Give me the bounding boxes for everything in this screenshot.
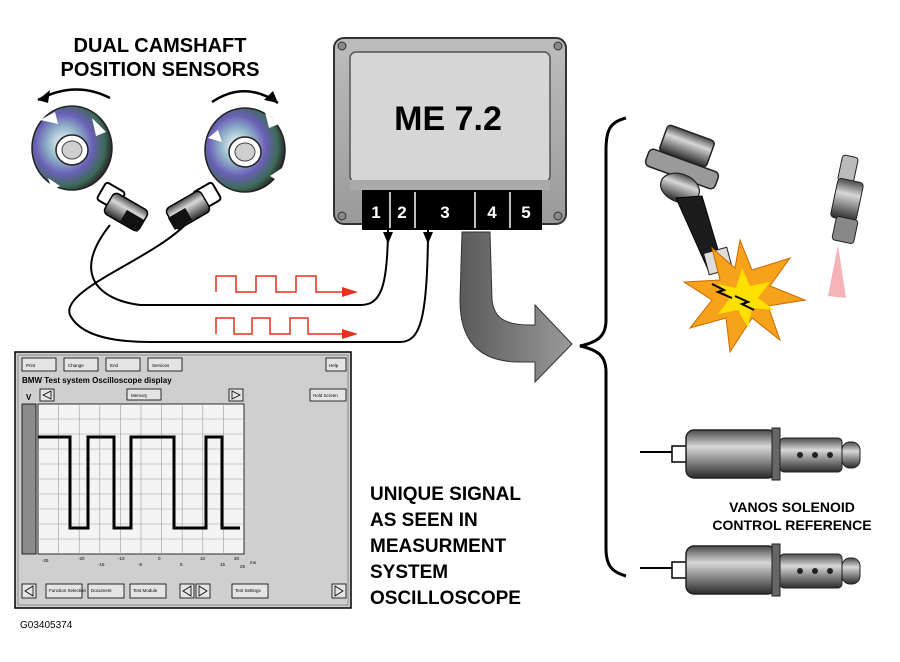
wire-arrowhead-2 <box>423 232 433 244</box>
chevron-right-icon <box>231 390 241 400</box>
test-module-label: Test Module <box>133 588 158 593</box>
rotation-arrow-head <box>38 90 50 103</box>
ecu-module <box>333 37 567 230</box>
sensor-wire-1 <box>90 224 389 306</box>
vanos-label-line-1: VANOS SOLENOID <box>729 499 855 515</box>
signal-arrow-1 <box>342 287 358 297</box>
next-button[interactable] <box>195 583 211 599</box>
ecu-pin-1: 1 <box>371 203 380 222</box>
scope-signal-trace <box>38 435 240 530</box>
signal-caption-line-1: UNIQUE SIGNAL <box>370 484 521 505</box>
heading-line-1: DUAL CAMSHAFT <box>74 35 247 57</box>
end-button-label: End <box>110 363 119 368</box>
heading-line-2: POSITION SENSORS <box>61 59 260 81</box>
x-tick: 5 <box>180 562 183 567</box>
chevron-left-icon <box>182 585 192 597</box>
x-tick: 15 <box>220 562 226 567</box>
print-button-label: Print <box>26 363 36 368</box>
signal-caption-line-3: MEASURMENT <box>370 536 507 557</box>
spark-electrode <box>711 283 733 299</box>
ecu-pin-2: 2 <box>397 203 406 222</box>
services-button[interactable] <box>147 357 183 372</box>
chevron-left-icon <box>24 585 34 597</box>
function-selection-button[interactable] <box>45 583 83 599</box>
figure-code: G03405374 <box>20 620 73 631</box>
chevron-right-icon <box>334 585 344 597</box>
memory-button-label: Memory <box>131 393 148 398</box>
change-button[interactable] <box>63 357 99 372</box>
x-tick: -5 <box>138 562 142 567</box>
scroll-left-button[interactable] <box>39 388 55 402</box>
document-button-label: Document <box>91 588 112 593</box>
memory-button[interactable] <box>126 388 162 401</box>
fuel-injector-icon <box>828 154 864 298</box>
output-arrow-icon <box>459 231 573 384</box>
solenoid-icon <box>640 543 861 597</box>
x-tick: -15 <box>98 562 105 567</box>
x-tick: -20 <box>78 556 85 561</box>
ecu-pin-3: 3 <box>440 203 449 222</box>
ecu-pin-5: 5 <box>521 203 530 222</box>
help-button-label: Help <box>329 363 339 368</box>
bracket-icon <box>579 116 627 578</box>
y-scale-bar <box>21 403 37 555</box>
spark-electrode <box>734 295 755 311</box>
chevron-left-icon <box>42 390 52 400</box>
x-tick: 10 <box>200 556 206 561</box>
help-button[interactable] <box>325 357 347 372</box>
signal-caption-line-2: AS SEEN IN <box>370 510 478 531</box>
ecu-pin-4: 4 <box>487 203 497 222</box>
ecu-label: ME 7.2 <box>394 100 502 138</box>
scroll-right-button[interactable] <box>228 388 244 402</box>
x-tick: 20 <box>234 556 240 561</box>
x-unit: ms <box>250 560 257 565</box>
vanos-label-line-2: CONTROL REFERENCE <box>712 517 871 533</box>
camshaft-sensor-left <box>96 181 149 233</box>
ignition-coil-icon <box>644 124 734 276</box>
signal-waveform-2 <box>215 317 342 335</box>
x-tick: -25 <box>42 558 49 563</box>
signal-caption-line-5: OSCILLOSCOPE <box>370 588 521 609</box>
sensor-wheel-icon <box>204 107 286 193</box>
signal-caption-line-4: SYSTEM <box>370 562 448 583</box>
oscilloscope-title: BMW Test system Oscilloscope display <box>22 376 172 385</box>
page-left-button[interactable] <box>21 583 37 599</box>
test-settings-label: Test Settings <box>235 588 262 593</box>
page-right-button[interactable] <box>331 583 347 599</box>
sensor-wheel-icon <box>31 105 113 191</box>
services-button-label: Services <box>152 363 170 368</box>
end-button[interactable] <box>105 357 141 372</box>
chevron-right-icon <box>198 585 208 597</box>
camshaft-sensor-right <box>165 181 222 231</box>
solenoid-icon <box>640 427 861 481</box>
hold-screen-button[interactable] <box>309 388 347 402</box>
document-button[interactable] <box>87 583 125 599</box>
test-settings-button[interactable] <box>231 583 269 599</box>
y-axis-label: V <box>26 393 32 402</box>
function-selection-label: Function Selection <box>49 588 87 593</box>
wire-arrowhead-1 <box>383 232 393 244</box>
prev-button[interactable] <box>179 583 195 599</box>
x-tick: 25 <box>240 564 246 569</box>
rotation-arrow-head <box>264 91 278 103</box>
spark-core <box>718 268 774 328</box>
print-button[interactable] <box>21 357 57 372</box>
test-module-button[interactable] <box>129 583 167 599</box>
x-tick: 0 <box>158 556 161 561</box>
signal-waveform-1 <box>215 275 342 293</box>
hold-screen-label: Hold Screen <box>313 393 338 398</box>
signal-arrow-2 <box>342 329 358 339</box>
change-button-label: Change <box>68 363 84 368</box>
sensor-wire-2 <box>68 224 429 343</box>
x-tick: -10 <box>118 556 125 561</box>
